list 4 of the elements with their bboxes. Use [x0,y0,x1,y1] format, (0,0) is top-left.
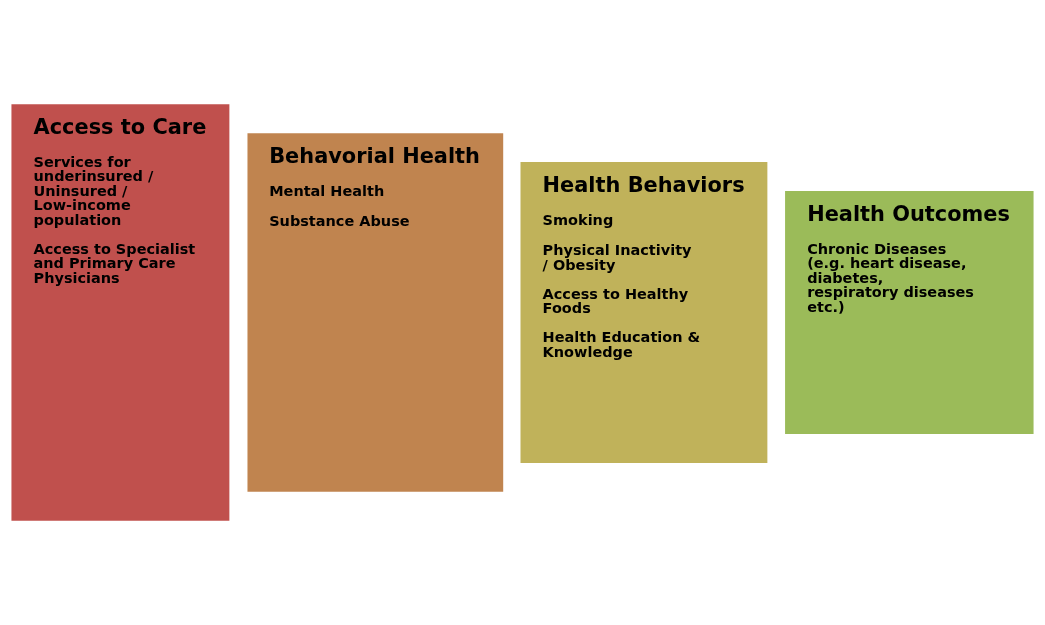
node-box: Behavorial Health Mental Health Substance Abuse [247,133,504,492]
node-box: Health Behaviors Smoking Physical Inactivity / Obesity Access to Healthy Foods Health Education & Knowledge [520,162,768,463]
node-box: Health Outcomes Chronic Diseases (e.g. heart disease, diabetes, respiratory diseases etc.) [785,191,1034,434]
node-box: Access to Care Services for underinsured / Uninsured / Low-income population Access to Specialist and Primary Care Physicians [11,104,230,521]
